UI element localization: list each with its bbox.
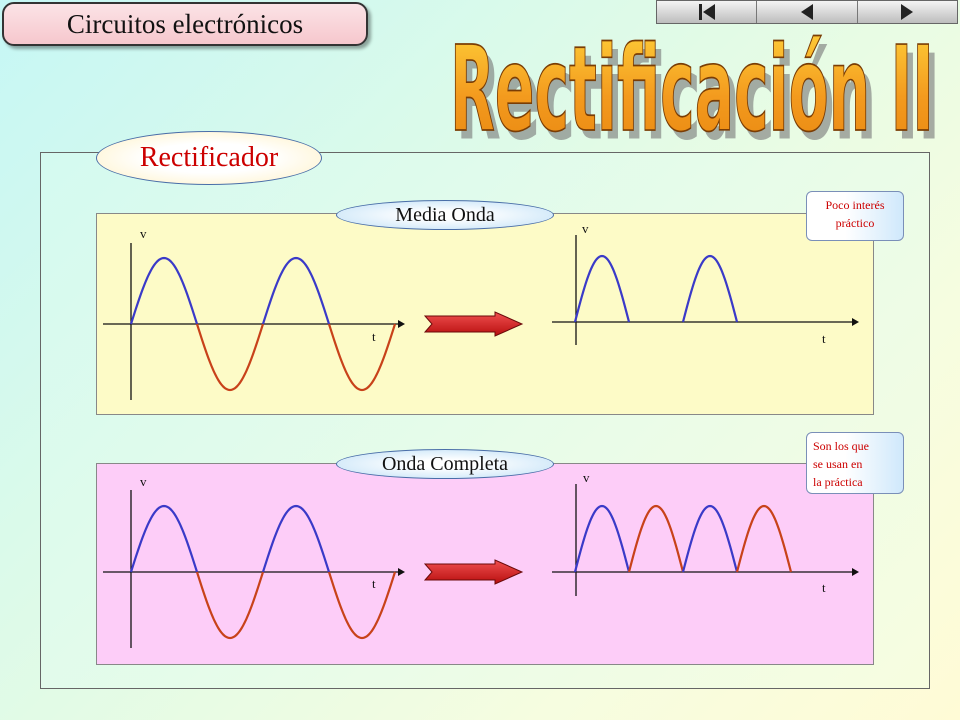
slide-title: Rectificación II Rectificación II [449, 21, 940, 150]
course-title: Circuitos electrónicos [2, 2, 368, 46]
negative-half-cycle [195, 323, 265, 392]
positive-half-cycle [681, 504, 739, 573]
v-axis-label: v [140, 474, 147, 489]
slide-title-shadow: Rectificación II [456, 30, 940, 150]
first-slide-button[interactable] [657, 1, 758, 23]
note-line: Son los que [813, 439, 870, 453]
back-icon [800, 4, 813, 20]
negative-half-cycle [327, 571, 397, 640]
rectified-negative-half-cycle [735, 504, 793, 573]
v-axis-label: v [583, 470, 590, 485]
input-waveform [129, 256, 397, 392]
half-wave-output-plot: v t [552, 221, 859, 346]
positive-half-cycle [573, 254, 631, 323]
section-title: Rectificador [96, 131, 322, 185]
negative-half-cycle [327, 323, 397, 392]
first-icon [698, 4, 715, 20]
half-wave-label: Media Onda [336, 200, 554, 230]
t-axis-arrowhead [852, 318, 859, 326]
forward-icon [901, 4, 914, 20]
t-axis-arrowhead [852, 568, 859, 576]
t-axis-arrowhead [398, 320, 405, 328]
nav-bar [656, 0, 958, 24]
note-line: se usan en [813, 457, 863, 471]
arrow-right-icon [423, 559, 524, 585]
t-axis-label: t [372, 576, 376, 591]
input-waveform [129, 504, 397, 640]
positive-half-cycle [681, 254, 739, 323]
previous-slide-button[interactable] [757, 1, 858, 23]
positive-half-cycle [129, 504, 199, 573]
note-line: práctico [835, 216, 875, 230]
positive-half-cycle [129, 256, 199, 325]
t-axis-label: t [822, 580, 826, 595]
slide-title-text: Rectificación II [450, 22, 934, 150]
positive-half-cycle [261, 256, 331, 325]
negative-half-cycle [195, 571, 265, 640]
positive-half-cycle [573, 504, 631, 573]
note-line: Poco interés [825, 198, 885, 212]
full-wave-label: Onda Completa [336, 449, 554, 479]
note-line: la práctica [813, 475, 863, 489]
half-wave-input-plot: v t [103, 226, 405, 400]
next-slide-button[interactable] [857, 1, 957, 23]
full-wave-note: Son los que se usan en la práctica [806, 432, 904, 494]
t-axis-arrowhead [398, 568, 405, 576]
full-wave-input-plot: v t [103, 474, 405, 648]
half-wave-panel [96, 213, 874, 415]
arrow-right-icon [423, 311, 524, 337]
v-axis-label: v [582, 221, 589, 236]
rectified-negative-half-cycle [627, 504, 685, 573]
full-wave-output-plot: v t [552, 470, 859, 596]
output-waveform [573, 504, 793, 573]
v-axis-label: v [140, 226, 147, 241]
positive-half-cycle [261, 504, 331, 573]
output-waveform [573, 254, 739, 323]
t-axis-label: t [372, 329, 376, 344]
t-axis-label: t [822, 331, 826, 346]
half-wave-note: Poco interés práctico [806, 191, 904, 241]
